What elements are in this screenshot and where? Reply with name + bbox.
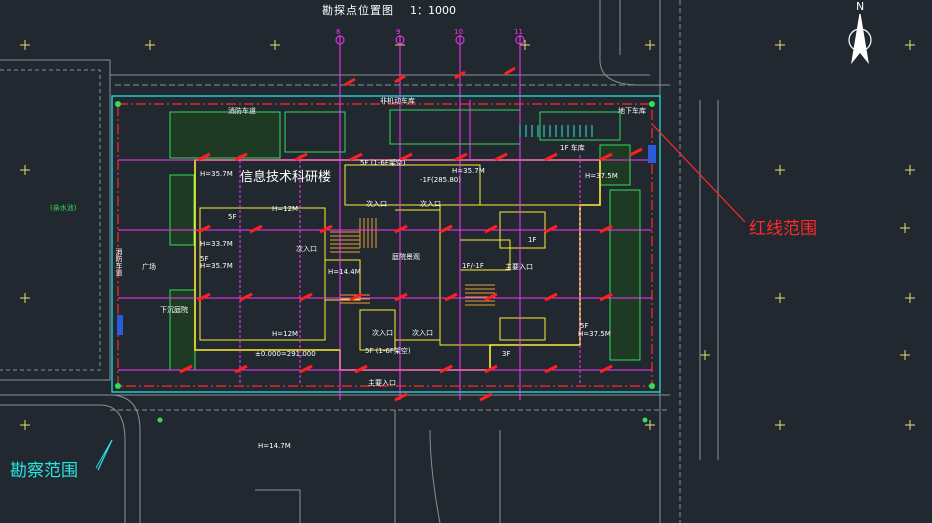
building-outline [194,159,601,371]
height-f: H=14.4M [328,268,361,276]
plaza-label: 广场 [142,263,156,271]
entry-label-1: 次入口 [366,200,387,208]
height-g: H=37.5M [578,330,611,338]
bike-label: 非机动车库 [380,97,415,105]
height-i: H=12M [272,205,299,213]
survey-area-label: 勘察范围 [10,461,78,481]
drawing-title: 勘探点位置图 [322,4,394,17]
fire-lane-top: 消防车道 [228,107,256,115]
grid-axes [118,35,652,400]
main-entry-label: 主要入口 [505,263,533,271]
parked-vehicles [117,145,656,335]
surrounding-roads [0,0,719,523]
ground-level-label: -1F(285.80) [420,176,461,184]
wetland-label: (亲水池) [50,204,77,212]
axis-label-9: 9 [396,28,401,36]
floor-label-7: 5F (1-6F架空) [360,159,406,167]
height-d: H=33.7M [200,240,233,248]
floor-label-8: 3F [502,350,511,358]
floor-label-2: 1F/-1F [462,262,484,270]
stair-hatch [330,218,495,306]
height-j: H=12M [272,330,299,338]
height-h: H=14.7M [258,442,291,450]
north-label: N [856,0,865,13]
grid-crosshairs [20,40,915,430]
floor-label-6: 5F (1-6F架空) [365,347,411,355]
red-line-label: 红线范围 [749,219,817,239]
main-entry-label-2: 主要入口 [368,379,396,387]
floor-label-5: 5F [580,322,589,330]
building-name: 信息技术科研楼 [240,170,332,185]
floor-label-1: 1F [528,236,537,244]
floor-label-3: 5F [228,213,237,221]
vegetation-areas [169,109,641,371]
entry-label-5: 次入口 [412,329,433,337]
courtyard-label: 庭院景观 [392,253,420,261]
axis-bubbles [335,35,525,45]
fire-lane-left: 消防车道 [115,248,123,276]
elevation-datum: ±0.000=291.000 [255,350,316,358]
height-e: H=35.7M [200,262,233,270]
floor-label-9: 1F 车库 [560,144,585,152]
height-c: H=37.5M [585,172,618,180]
axis-label-8: 8 [336,28,341,36]
floor-label-4: 5F [200,255,209,263]
entry-label-2: 次入口 [420,200,441,208]
height-a: H=35.7M [200,170,233,178]
axis-label-11: 11 [514,28,523,36]
garage-label: 地下车库 [618,107,646,115]
axis-label-10: 10 [454,28,463,36]
entry-label-3: 次入口 [296,245,317,253]
entry-label-4: 次入口 [372,329,393,337]
site-markers [115,101,655,423]
drawing-scale: 1：1000 [410,4,456,17]
borehole-markers [179,66,643,402]
height-b: H=35.7M [452,167,485,175]
bike-rack-hatch [519,125,593,137]
north-arrow-icon [848,13,872,65]
survey-leader [95,439,113,469]
skylight-label: 下沉庭院 [160,306,188,314]
